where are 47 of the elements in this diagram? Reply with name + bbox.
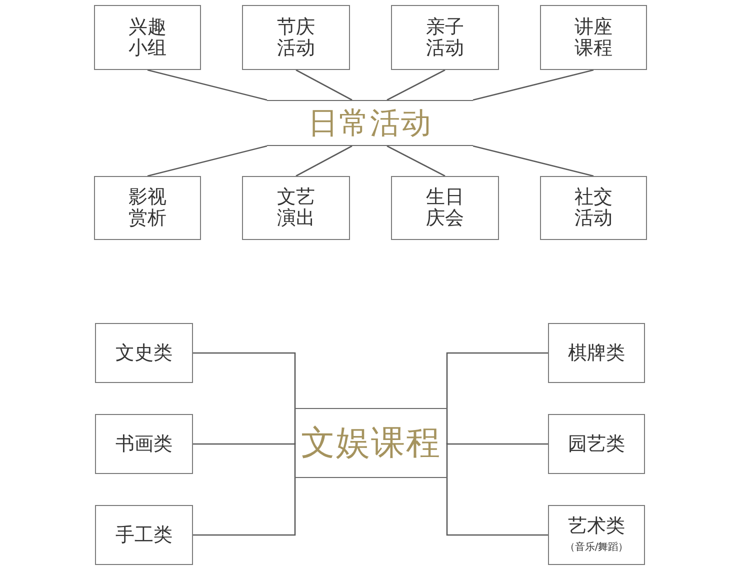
connector-line bbox=[296, 69, 352, 101]
category-label: 讲座课程 bbox=[574, 16, 614, 58]
hub-band bbox=[267, 100, 473, 146]
hub-title: 文娱课程 bbox=[301, 422, 441, 465]
connector-line bbox=[472, 145, 594, 177]
category-label: 文艺演出 bbox=[276, 187, 316, 229]
category-box bbox=[95, 414, 193, 474]
hub-band bbox=[295, 408, 447, 478]
connector-line bbox=[472, 69, 594, 101]
category-box bbox=[94, 5, 201, 70]
category-box bbox=[391, 5, 499, 70]
category-box bbox=[95, 323, 193, 383]
category-label: 兴趣小组 bbox=[128, 16, 168, 58]
connector-line bbox=[147, 145, 268, 177]
category-label: 园艺类 bbox=[568, 434, 625, 454]
connector-line bbox=[193, 442, 296, 445]
hub-title: 日常活动 bbox=[308, 104, 432, 142]
category-box bbox=[548, 505, 645, 565]
category-label: 生日庆会 bbox=[425, 187, 465, 229]
connector-line bbox=[193, 443, 296, 536]
connector-line bbox=[446, 443, 548, 536]
category-box bbox=[242, 5, 350, 70]
category-box bbox=[540, 176, 647, 240]
category-box bbox=[95, 505, 193, 565]
connector-line bbox=[386, 69, 446, 101]
connector-line bbox=[386, 145, 446, 177]
category-box bbox=[391, 176, 499, 240]
category-label: 棋牌类 bbox=[568, 342, 625, 364]
category-label: 文史类 bbox=[116, 342, 172, 364]
connector-line bbox=[296, 145, 352, 177]
connector-line bbox=[147, 69, 268, 101]
connector-line bbox=[446, 352, 548, 443]
category-label: 手工类 bbox=[116, 524, 172, 546]
category-box bbox=[540, 5, 647, 70]
category-box bbox=[242, 176, 350, 240]
category-label: 艺术类 bbox=[568, 516, 625, 537]
category-note: （音乐/舞蹈） bbox=[564, 540, 628, 554]
category-label: 节庆活动 bbox=[276, 16, 316, 58]
category-box bbox=[94, 176, 201, 240]
category-box bbox=[548, 323, 645, 383]
connector-line bbox=[446, 442, 548, 445]
category-label: 影视赏析 bbox=[128, 187, 168, 229]
connector-line bbox=[193, 352, 296, 443]
category-label: 社交活动 bbox=[574, 187, 614, 229]
category-box bbox=[548, 414, 645, 474]
category-label: 书画类 bbox=[116, 434, 172, 454]
category-label: 亲子活动 bbox=[425, 16, 465, 58]
